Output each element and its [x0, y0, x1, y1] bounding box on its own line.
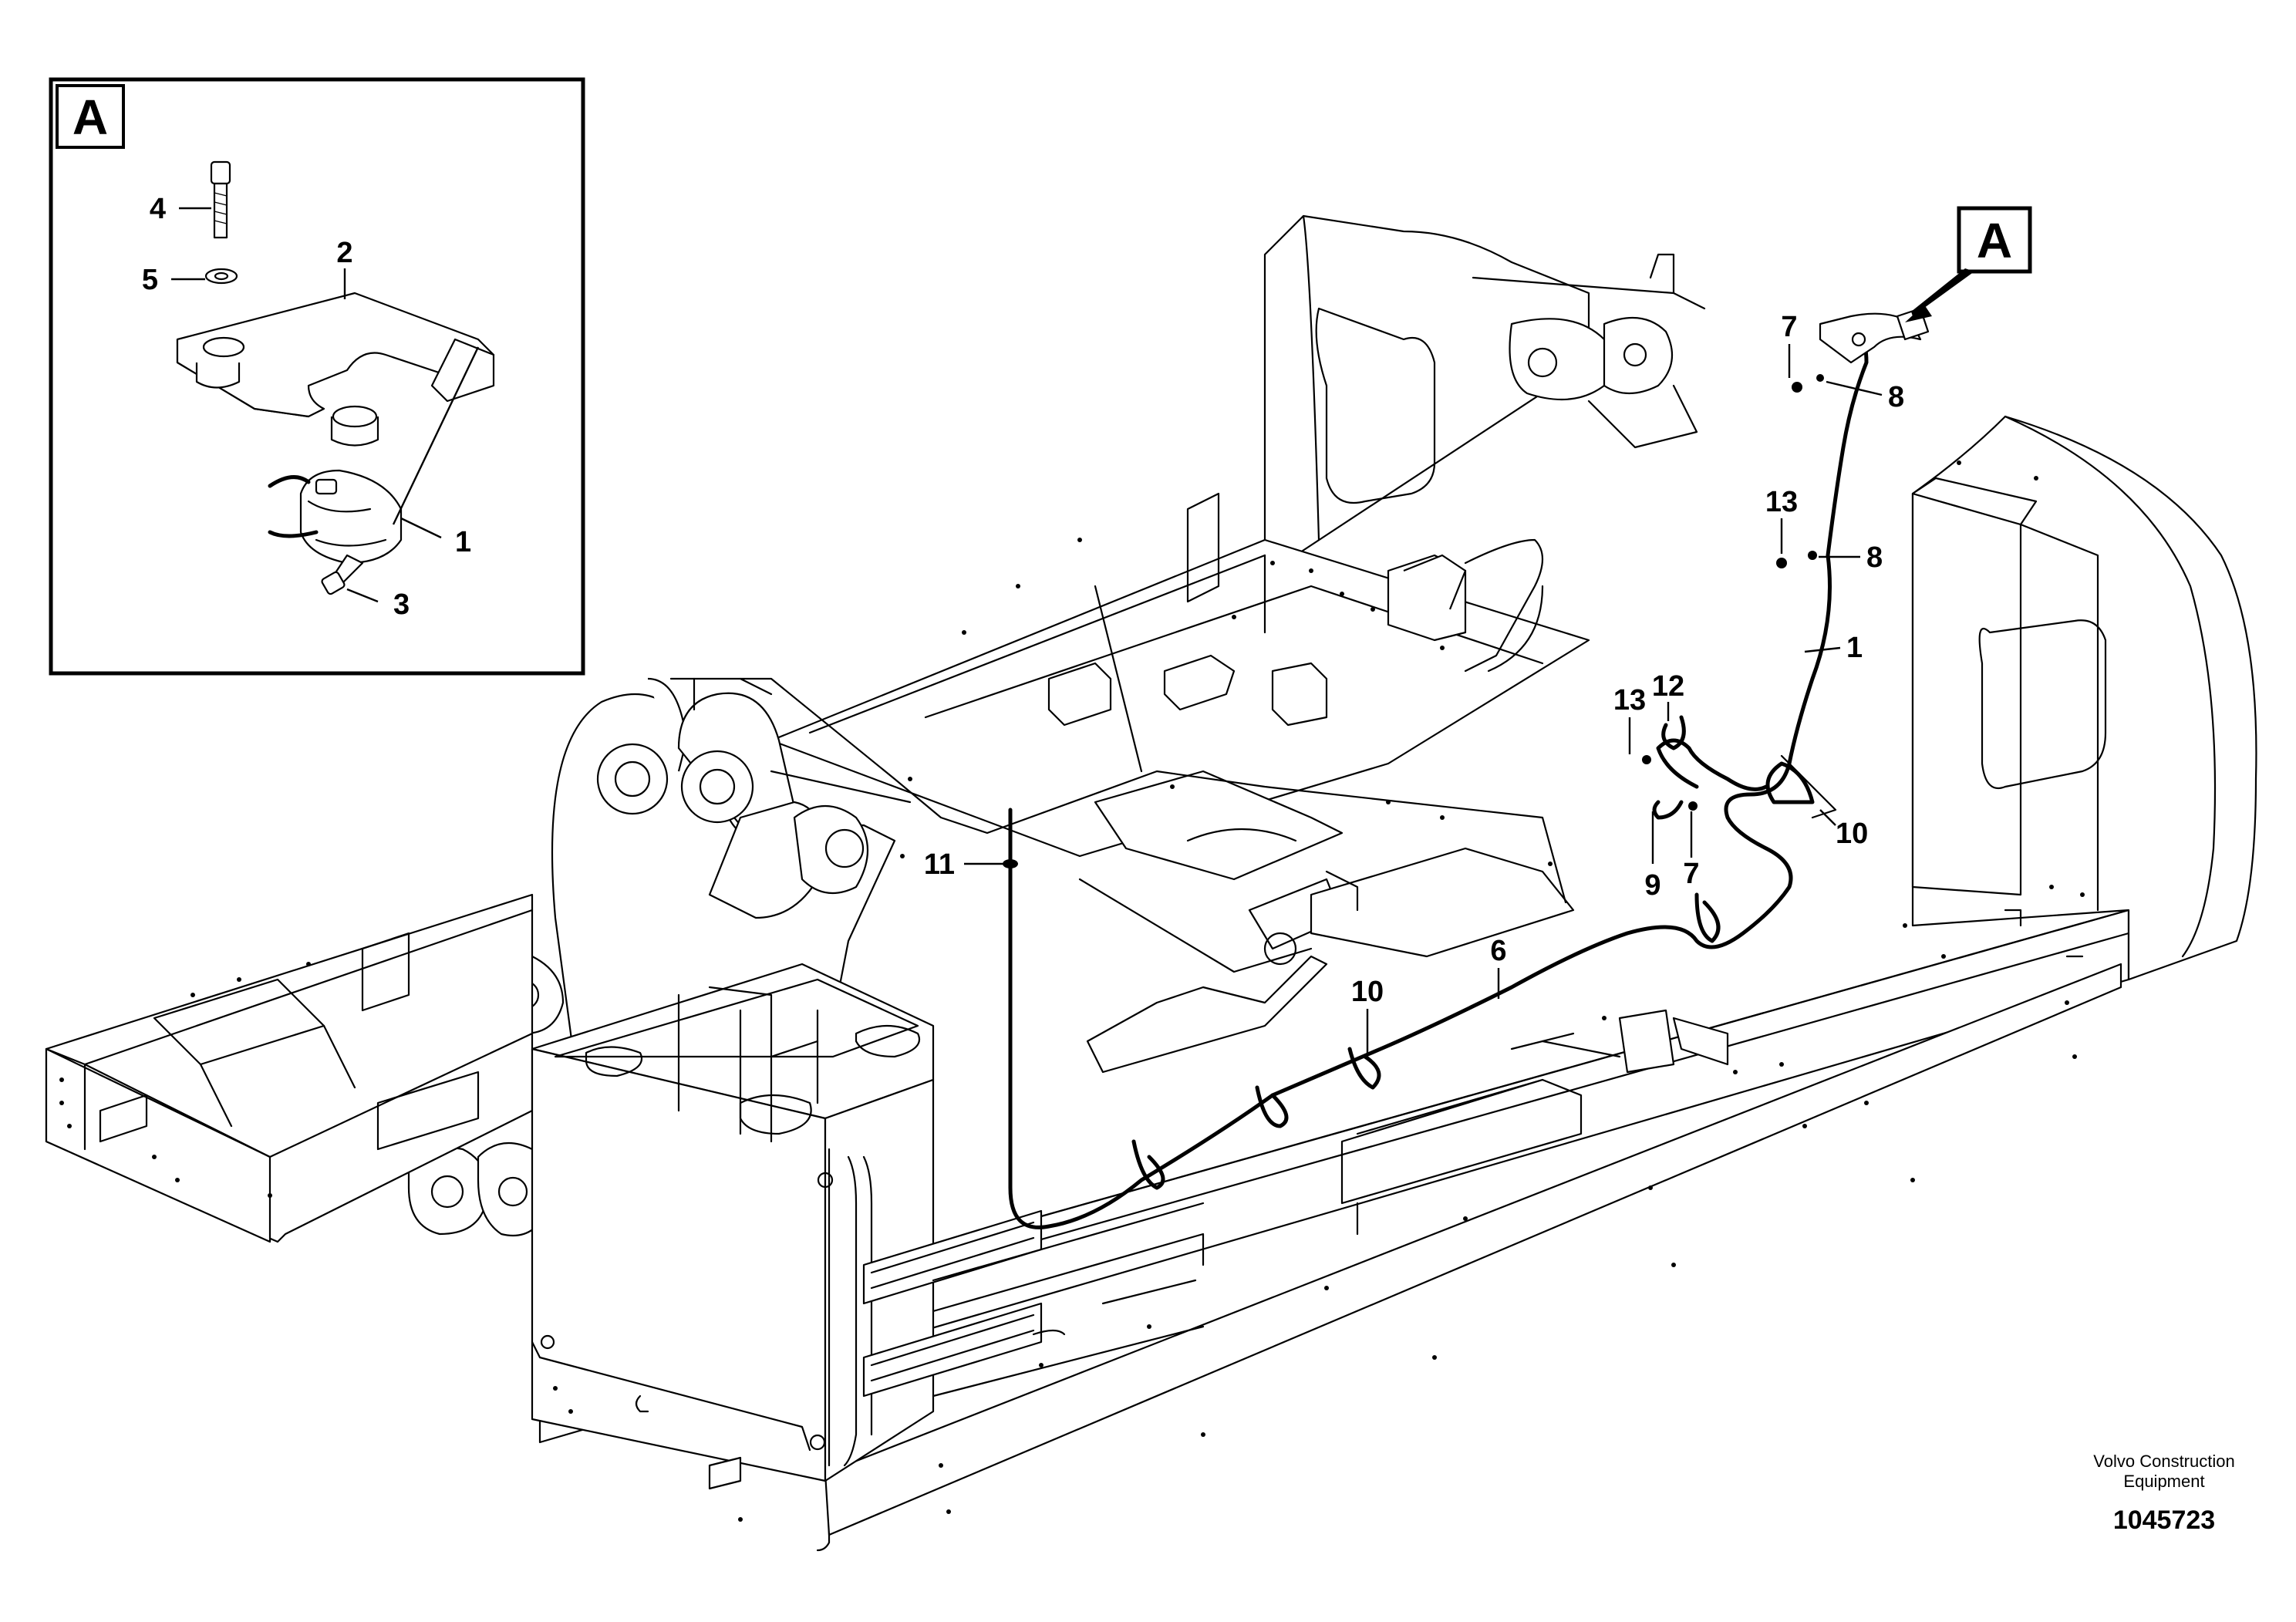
callout-9: 9 — [1644, 869, 1660, 902]
callout-11: 11 — [924, 848, 955, 881]
screw-part — [321, 554, 364, 595]
callout-1: 1 — [455, 526, 471, 558]
detail-label-box — [56, 84, 125, 149]
detail-label: A — [72, 89, 108, 145]
bolt-part — [210, 160, 231, 239]
callout-6: 6 — [1490, 935, 1506, 967]
detail-view-a: A — [49, 77, 585, 676]
callout-8-middle: 8 — [1866, 541, 1883, 574]
callout-3: 3 — [393, 588, 410, 621]
callout-8-top: 8 — [1888, 381, 1904, 413]
callout-13-upper: 13 — [1765, 486, 1798, 518]
company-name-line1: Volvo Construction — [2093, 1452, 2234, 1471]
callout-13-lower: 13 — [1613, 684, 1646, 717]
footer: Volvo Construction Equipment 1045723 — [2093, 1452, 2234, 1535]
cable-harness — [1003, 322, 1869, 1229]
callout-7-lower: 7 — [1683, 858, 1699, 890]
view-marker-a: A — [1905, 206, 2032, 322]
bracket-part — [176, 292, 495, 447]
callout-10-right: 10 — [1836, 818, 1868, 850]
callout-12: 12 — [1652, 670, 1684, 703]
callout-1-main: 1 — [1846, 632, 1863, 664]
drawing-number: 1045723 — [2113, 1506, 2215, 1535]
view-marker-label: A — [1977, 213, 2012, 268]
callout-10-left: 10 — [1351, 976, 1384, 1008]
excavator-frame-drawing — [45, 214, 2257, 1552]
callout-5: 5 — [142, 264, 158, 296]
washer-part — [204, 268, 238, 285]
callout-2: 2 — [336, 237, 352, 269]
sensor-part — [268, 469, 403, 565]
main-callouts: 7 8 13 8 1 13 12 10 9 7 6 11 10 — [924, 311, 1904, 1055]
frame-bolts — [59, 460, 2085, 1522]
company-name-line2: Equipment — [2123, 1472, 2204, 1491]
callout-7-top: 7 — [1781, 311, 1797, 343]
callout-4: 4 — [150, 193, 166, 225]
